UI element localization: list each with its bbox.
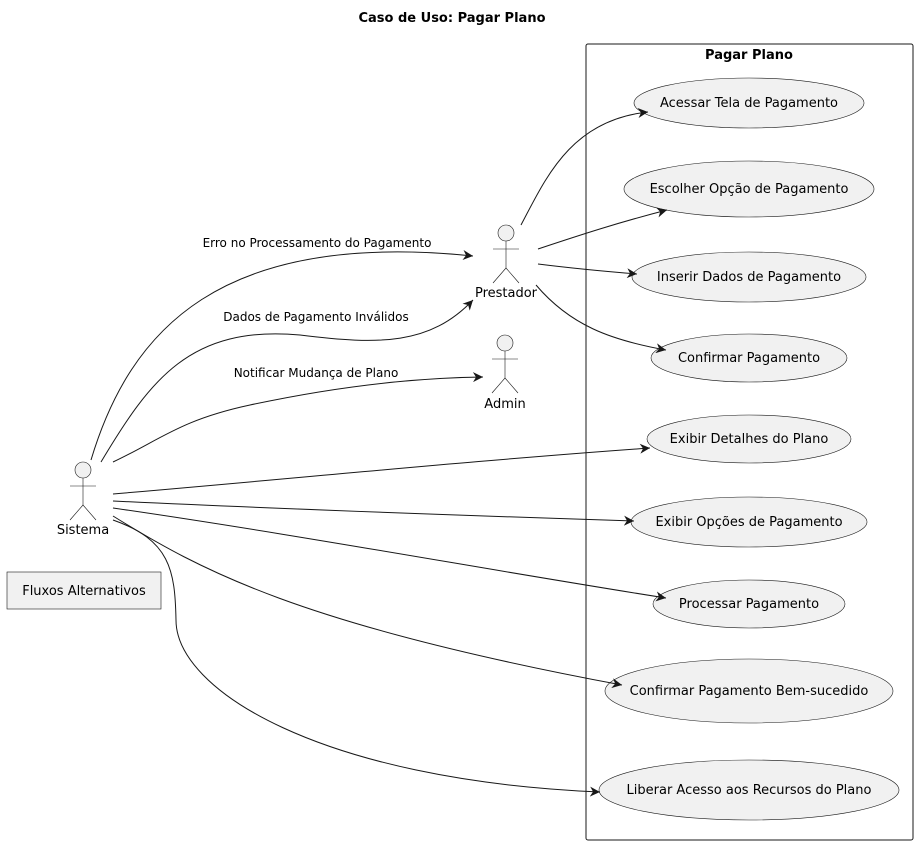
edge-label-invalidos: Dados de Pagamento Inválidos bbox=[223, 310, 408, 324]
use-case-label: Confirmar Pagamento Bem-sucedido bbox=[630, 684, 869, 699]
use-case-label: Exibir Opções de Pagamento bbox=[655, 515, 842, 530]
edge-sistema-notificar bbox=[112, 372, 484, 463]
use-case-label: Exibir Detalhes do Plano bbox=[670, 432, 829, 447]
edge-prestador-acessar bbox=[520, 108, 649, 226]
use-case-label: Confirmar Pagamento bbox=[678, 351, 820, 366]
edge-sistema-opcoes bbox=[112, 500, 635, 526]
use-case-exibir-opcoes[interactable]: Exibir Opções de Pagamento bbox=[630, 496, 868, 548]
edge-sistema-bem-sucedido bbox=[112, 515, 623, 689]
use-case-confirmar-pagamento[interactable]: Confirmar Pagamento bbox=[650, 333, 848, 383]
edge-prestador-escolher bbox=[537, 207, 668, 250]
edge-sistema-liberar bbox=[112, 519, 601, 797]
use-case-exibir-detalhes[interactable]: Exibir Detalhes do Plano bbox=[646, 414, 852, 464]
use-case-label: Processar Pagamento bbox=[679, 597, 819, 612]
edge-prestador-confirmar bbox=[535, 284, 667, 354]
actor-label: Admin bbox=[484, 397, 525, 412]
use-case-inserir-dados[interactable]: Inserir Dados de Pagamento bbox=[631, 251, 867, 303]
use-case-escolher-opcao[interactable]: Escolher Opção de Pagamento bbox=[623, 160, 875, 218]
actor-admin[interactable]: Admin bbox=[484, 334, 526, 412]
use-case-liberar-acesso[interactable]: Liberar Acesso aos Recursos do Plano bbox=[598, 759, 900, 821]
actor-label: Prestador bbox=[475, 286, 538, 301]
note-label: Fluxos Alternativos bbox=[22, 584, 146, 599]
use-case-processar-pagamento[interactable]: Processar Pagamento bbox=[652, 579, 846, 629]
use-case-label: Acessar Tela de Pagamento bbox=[660, 96, 838, 111]
edge-sistema-detalhes bbox=[112, 443, 651, 495]
actor-sistema[interactable]: Sistema bbox=[57, 461, 109, 538]
use-case-label: Escolher Opção de Pagamento bbox=[650, 182, 849, 197]
edge-label-erro: Erro no Processamento do Pagamento bbox=[203, 236, 432, 250]
edge-sistema-processar bbox=[112, 507, 667, 602]
diagram-title: Caso de Uso: Pagar Plano bbox=[358, 11, 545, 26]
edge-sistema-erro bbox=[90, 250, 474, 461]
use-case-label: Liberar Acesso aos Recursos do Plano bbox=[627, 783, 872, 798]
use-case-confirmar-bem-sucedido[interactable]: Confirmar Pagamento Bem-sucedido bbox=[604, 658, 894, 724]
edge-label-notificar: Notificar Mudança de Plano bbox=[234, 366, 399, 380]
actor-prestador[interactable]: Prestador bbox=[475, 224, 538, 301]
note-fluxos-alternativos: Fluxos Alternativos bbox=[6, 571, 162, 610]
actor-label: Sistema bbox=[57, 523, 109, 538]
edge-prestador-inserir bbox=[537, 263, 638, 279]
use-case-acessar-tela[interactable]: Acessar Tela de Pagamento bbox=[633, 77, 865, 129]
package-label: Pagar Plano bbox=[705, 48, 793, 63]
edge-sistema-invalidos bbox=[100, 299, 474, 463]
use-case-label: Inserir Dados de Pagamento bbox=[657, 270, 841, 285]
